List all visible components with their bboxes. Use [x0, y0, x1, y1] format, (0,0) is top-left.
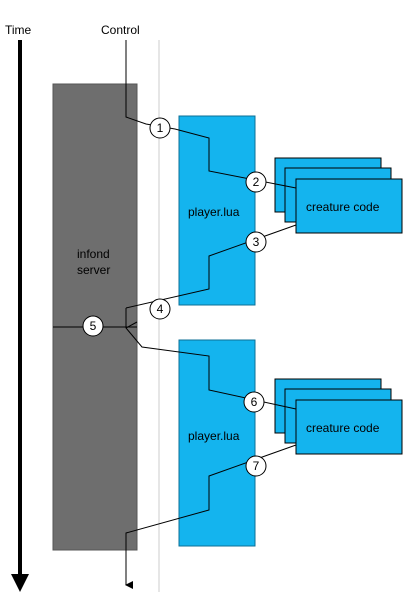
- step-marker-6: 6: [243, 391, 265, 413]
- server-label-line1: infond: [77, 247, 110, 261]
- step-marker-3: 3: [245, 231, 267, 253]
- time-axis-arrow: [11, 40, 29, 592]
- creature-code-stack-2: creature code: [274, 378, 403, 455]
- step-marker-label: 1: [157, 121, 164, 135]
- step-marker-4: 4: [149, 298, 171, 320]
- server-label-line2: server: [77, 263, 110, 277]
- creature-code-label-1: creature code: [306, 200, 380, 214]
- creature-code-label-2: creature code: [306, 421, 380, 435]
- player-lua-label-2: player.lua: [188, 429, 240, 443]
- step-marker-label: 4: [157, 302, 164, 316]
- player-lua-box-1: player.lua: [178, 115, 256, 306]
- step-marker-label: 6: [251, 395, 258, 409]
- step-marker-label: 3: [253, 235, 260, 249]
- step-marker-label: 5: [90, 319, 97, 333]
- step-marker-1: 1: [149, 117, 171, 139]
- step-marker-7: 7: [245, 455, 267, 477]
- step-marker-2: 2: [245, 171, 267, 193]
- step-marker-label: 7: [253, 459, 260, 473]
- step-marker-label: 2: [253, 175, 260, 189]
- player-lua-box-2: player.lua: [178, 339, 256, 547]
- player-lua-label-1: player.lua: [188, 205, 240, 219]
- step-marker-5: 5: [82, 315, 104, 337]
- creature-code-stack-1: creature code: [274, 157, 403, 234]
- time-header: Time: [5, 23, 32, 37]
- control-header: Control: [101, 23, 140, 37]
